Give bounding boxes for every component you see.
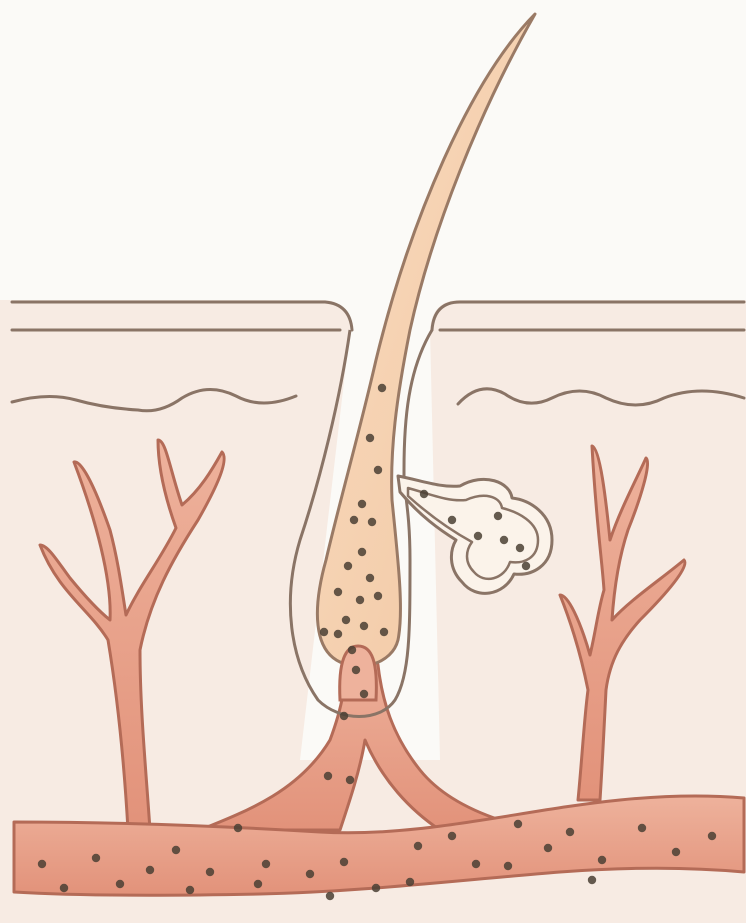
cell-dot: [598, 856, 606, 864]
cell-dot: [544, 844, 552, 852]
cell-dot: [366, 574, 374, 582]
cell-dot: [514, 820, 522, 828]
cell-dot: [340, 712, 348, 720]
cell-dot: [262, 860, 270, 868]
cell-dot: [186, 886, 194, 894]
cell-dot: [672, 848, 680, 856]
cell-dot: [234, 824, 242, 832]
cell-dot: [500, 536, 508, 544]
cell-dot: [334, 588, 342, 596]
cell-dot: [358, 548, 366, 556]
cell-dot: [420, 490, 428, 498]
cell-dot: [360, 690, 368, 698]
cell-dot: [360, 622, 368, 630]
cell-dot: [306, 870, 314, 878]
cell-dot: [172, 846, 180, 854]
cell-dot: [406, 878, 414, 886]
cell-dot: [254, 880, 262, 888]
cell-dot: [146, 866, 154, 874]
cell-dot: [374, 466, 382, 474]
cell-dot: [348, 646, 356, 654]
cell-dot: [374, 592, 382, 600]
cell-dot: [494, 512, 502, 520]
cell-dot: [366, 434, 374, 442]
cell-dot: [350, 516, 358, 524]
cell-dot: [448, 516, 456, 524]
cell-dot: [38, 860, 46, 868]
cell-dot: [588, 876, 596, 884]
cell-dot: [60, 884, 68, 892]
cell-dot: [334, 630, 342, 638]
cell-dot: [344, 562, 352, 570]
cell-dot: [522, 562, 530, 570]
cell-dot: [372, 884, 380, 892]
cell-dot: [474, 532, 482, 540]
cell-dot: [414, 842, 422, 850]
cell-dot: [448, 832, 456, 840]
cell-dot: [504, 862, 512, 870]
cell-dot: [378, 384, 386, 392]
cell-dot: [324, 772, 332, 780]
cell-dot: [352, 666, 360, 674]
cell-dot: [358, 500, 366, 508]
cell-dot: [116, 880, 124, 888]
cell-dot: [638, 824, 646, 832]
cell-dot: [206, 868, 214, 876]
cell-dot: [356, 596, 364, 604]
cell-dot: [368, 518, 376, 526]
cell-dot: [346, 776, 354, 784]
cell-dot: [516, 544, 524, 552]
cell-dot: [92, 854, 100, 862]
cell-dot: [708, 832, 716, 840]
cell-dot: [380, 628, 388, 636]
cell-dot: [472, 860, 480, 868]
cell-dot: [326, 892, 334, 900]
cell-dot: [566, 828, 574, 836]
cell-dot: [342, 616, 350, 624]
cell-dot: [320, 628, 328, 636]
cell-dot: [340, 858, 348, 866]
